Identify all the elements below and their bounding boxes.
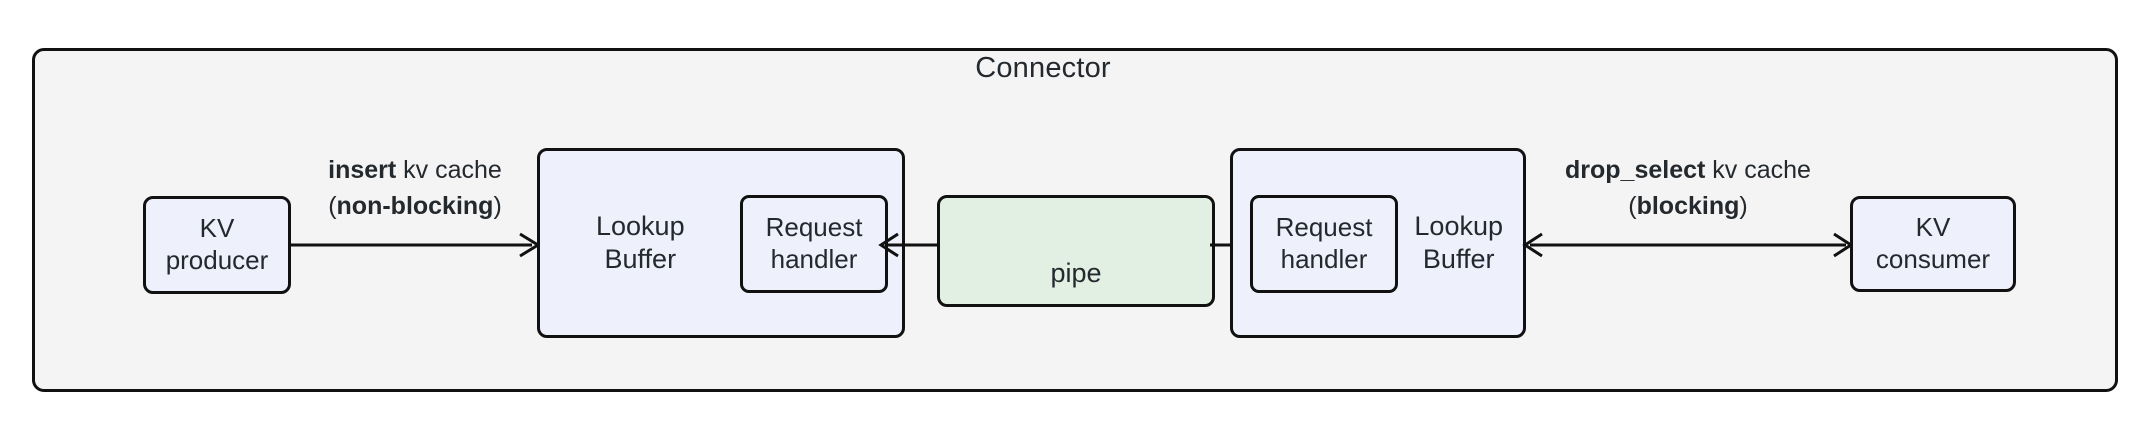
node-kv-producer[interactable]: KV producer bbox=[143, 196, 291, 294]
node-request-handler-left-text: Request handler bbox=[766, 212, 863, 275]
edge-label-drop-select-mode: blocking bbox=[1636, 192, 1740, 221]
edge-label-insert-suffix: kv cache bbox=[396, 156, 502, 184]
node-request-handler-left-line2: handler bbox=[770, 244, 858, 274]
edge-label-drop-select-paren-close: ) bbox=[1739, 192, 1748, 221]
node-pipe[interactable]: pipe bbox=[937, 195, 1215, 307]
node-lookup-buffer-right-text: Lookup Buffer bbox=[1414, 210, 1503, 276]
edge-label-insert-line1: insert kv cache bbox=[290, 152, 540, 188]
node-kv-consumer[interactable]: KV consumer bbox=[1850, 196, 2016, 292]
edge-label-insert: insert kv cache (non-blocking) bbox=[290, 152, 540, 225]
node-kv-consumer-text: KV consumer bbox=[1876, 212, 1990, 275]
node-kv-consumer-line2: consumer bbox=[1875, 244, 1991, 274]
edge-label-drop-select-line1: drop_select kv cache bbox=[1524, 152, 1852, 188]
node-request-handler-left-line1: Request bbox=[765, 212, 863, 243]
node-kv-producer-text: KV producer bbox=[166, 213, 269, 276]
node-kv-producer-line2: producer bbox=[165, 245, 269, 275]
node-request-handler-right-line1: Request bbox=[1275, 212, 1373, 243]
arrow-buffer-to-consumer bbox=[1522, 232, 1854, 258]
edge-label-drop-select-op: drop_select bbox=[1565, 156, 1706, 184]
node-pipe-label: pipe bbox=[1050, 258, 1102, 289]
node-request-handler-right[interactable]: Request handler bbox=[1250, 195, 1398, 293]
node-kv-consumer-line1: KV bbox=[1915, 212, 1951, 243]
node-lookup-buffer-right-line2: Buffer bbox=[1422, 244, 1495, 274]
node-request-handler-left[interactable]: Request handler bbox=[740, 195, 888, 293]
edge-label-drop-select: drop_select kv cache (blocking) bbox=[1524, 152, 1852, 225]
edge-label-insert-paren-open: ( bbox=[328, 192, 337, 221]
arrow-pipe-to-left bbox=[878, 232, 942, 258]
edge-label-insert-line2: (non-blocking) bbox=[290, 188, 540, 224]
edge-label-drop-select-line2: (blocking) bbox=[1524, 188, 1852, 224]
connector-title: Connector bbox=[975, 52, 1111, 84]
edge-label-drop-select-suffix: kv cache bbox=[1705, 156, 1811, 184]
node-lookup-buffer-right-line1: Lookup bbox=[1414, 211, 1503, 242]
node-lookup-buffer-left-line1: Lookup bbox=[596, 211, 685, 242]
edge-label-insert-op: insert bbox=[328, 156, 397, 184]
edge-label-insert-paren-close: ) bbox=[493, 192, 502, 221]
arrow-producer-to-buffer bbox=[288, 232, 541, 258]
edge-label-insert-mode: non-blocking bbox=[336, 192, 494, 221]
node-kv-producer-line1: KV bbox=[199, 213, 235, 244]
node-lookup-buffer-left-line2: Buffer bbox=[604, 244, 677, 274]
node-lookup-buffer-left-text: Lookup Buffer bbox=[596, 210, 685, 276]
node-request-handler-right-line2: handler bbox=[1280, 244, 1368, 274]
edge-label-drop-select-paren-open: ( bbox=[1628, 192, 1637, 221]
node-request-handler-right-text: Request handler bbox=[1276, 212, 1373, 275]
